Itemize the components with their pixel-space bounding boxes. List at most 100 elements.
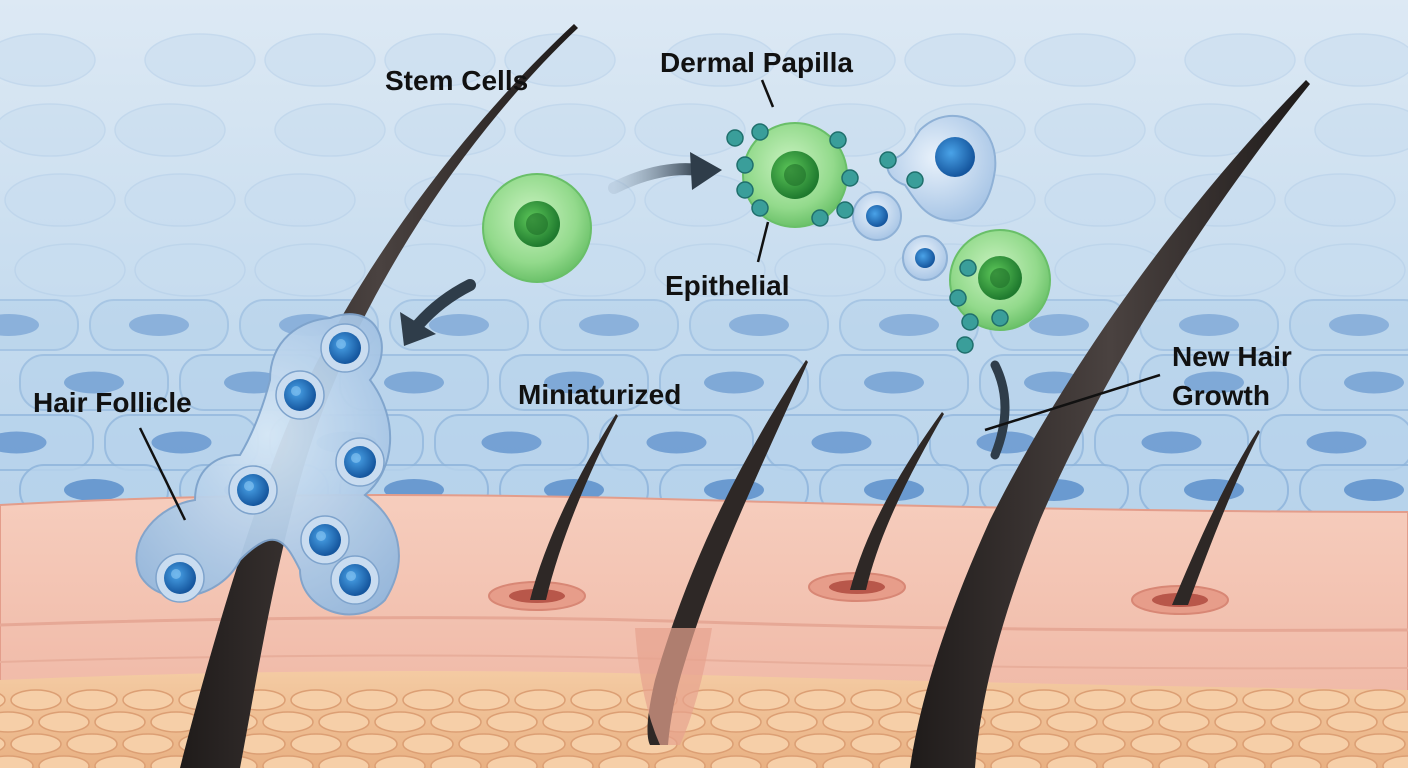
label-dermal-papilla: Dermal Papilla [660, 47, 853, 78]
fat-cell [11, 690, 61, 710]
faint-cell [1025, 34, 1135, 86]
fat-cell [795, 690, 845, 710]
fat-cell [1299, 734, 1349, 754]
faint-cell [1185, 34, 1295, 86]
faint-cell [1305, 34, 1408, 86]
epidermal-cell [1260, 415, 1408, 470]
faint-cell [15, 244, 125, 296]
epidermal-cell [600, 415, 753, 470]
fat-cell [1271, 712, 1321, 732]
follicle-cell-nucleus [229, 466, 277, 514]
particle-dot [812, 210, 828, 226]
follicle-cell-nucleus [276, 371, 324, 419]
particle-dot [880, 152, 896, 168]
particle-dot [727, 130, 743, 146]
faint-cell [255, 244, 365, 296]
particle-dot [737, 157, 753, 173]
faint-cell [265, 34, 375, 86]
fat-cell [571, 734, 621, 754]
faint-cell [0, 34, 95, 86]
epidermal-cell [540, 300, 678, 350]
epidermal-cell [0, 300, 78, 350]
fat-cell [1075, 734, 1125, 754]
fat-cell [515, 734, 565, 754]
fat-cell [711, 712, 761, 732]
fat-cell [291, 690, 341, 710]
epidermal-cell [435, 415, 588, 470]
label-new-hair-line2: Growth [1172, 380, 1270, 411]
faint-cell [1295, 244, 1405, 296]
faint-cell [395, 104, 505, 156]
fat-cell [123, 734, 173, 754]
fat-cell [515, 690, 565, 710]
epidermal-cell [1300, 465, 1408, 515]
fat-cell [1327, 712, 1377, 732]
fat-cell [459, 690, 509, 710]
fat-cell [851, 734, 901, 754]
faint-cell [125, 174, 235, 226]
particle-dot [960, 260, 976, 276]
epidermal-cell [765, 415, 918, 470]
particle-dot [737, 182, 753, 198]
particle-dot [752, 124, 768, 140]
faint-cell [0, 104, 105, 156]
fat-cell [67, 734, 117, 754]
particle-dot [837, 202, 853, 218]
faint-cell [275, 104, 385, 156]
epidermal-cell [1290, 300, 1408, 350]
fat-cell [95, 712, 145, 732]
fat-cell [1075, 690, 1125, 710]
fat-cell [1019, 690, 1069, 710]
fat-cell [823, 712, 873, 732]
particle-dot [992, 310, 1008, 326]
faint-cell [245, 174, 355, 226]
particle-dot [957, 337, 973, 353]
fat-cell [403, 690, 453, 710]
particle-dot [950, 290, 966, 306]
particle-dot [830, 132, 846, 148]
fat-cell [1243, 690, 1293, 710]
fat-cell [375, 712, 425, 732]
fat-cell [67, 690, 117, 710]
follicle-cell-nucleus [156, 554, 204, 602]
fat-cell [851, 690, 901, 710]
label-new-hair-line1: New Hair [1172, 341, 1292, 372]
fat-cell [1103, 712, 1153, 732]
fat-cell [1355, 690, 1405, 710]
epidermal-cell [1300, 355, 1408, 410]
fat-cell [487, 712, 537, 732]
fat-cell [1355, 734, 1405, 754]
fat-cell [1243, 734, 1293, 754]
fat-cell [347, 734, 397, 754]
fat-cell [459, 734, 509, 754]
fat-cell [39, 712, 89, 732]
fat-cell [431, 712, 481, 732]
faint-cell [1045, 174, 1155, 226]
fat-cell [739, 690, 789, 710]
fat-cell [291, 734, 341, 754]
fat-cell [123, 690, 173, 710]
fat-cell [739, 734, 789, 754]
particle-dot [907, 172, 923, 188]
fat-cell [1131, 734, 1181, 754]
fat-cell [991, 712, 1041, 732]
label-epithelial: Epithelial [665, 270, 789, 301]
fat-cell [795, 734, 845, 754]
faint-cell [145, 34, 255, 86]
faint-cell [905, 34, 1015, 86]
fat-cell [1187, 734, 1237, 754]
faint-cell [635, 104, 745, 156]
particle-dot [842, 170, 858, 186]
faint-cell [5, 174, 115, 226]
label-miniaturized: Miniaturized [518, 379, 681, 410]
follicle-cell-nucleus [331, 556, 379, 604]
fat-cell [571, 690, 621, 710]
faint-cell [135, 244, 245, 296]
label-stem-cells: Stem Cells [385, 65, 528, 96]
fat-cell [543, 712, 593, 732]
faint-cell [1285, 174, 1395, 226]
fat-cell [1131, 690, 1181, 710]
faint-cell [775, 244, 885, 296]
fat-cell [1159, 712, 1209, 732]
